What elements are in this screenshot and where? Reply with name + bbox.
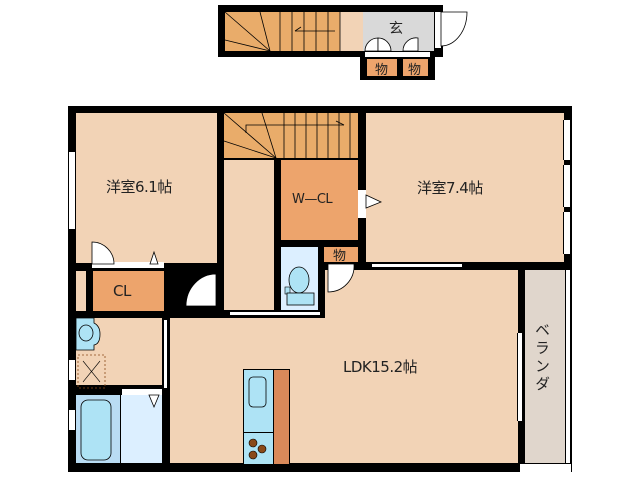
western-room-left-label: 洋室6.1帖	[106, 178, 172, 196]
wash-basin-icon	[75, 317, 101, 351]
small-storage-label: 物	[333, 249, 346, 264]
bathtub-icon	[80, 399, 112, 461]
western-room-left[interactable]	[76, 113, 217, 263]
kitchen-sink-icon	[248, 376, 267, 408]
entrance-label: 玄	[389, 21, 403, 37]
right-room-sliding-door[interactable]	[372, 263, 462, 268]
upper-storage-b[interactable]	[403, 59, 428, 76]
upper-storage-divider	[365, 52, 430, 57]
washroom-window	[68, 360, 76, 380]
balcony[interactable]	[525, 270, 565, 463]
walk-in-closet[interactable]	[281, 160, 358, 240]
ldk-room[interactable]	[170, 318, 518, 463]
closet-left-nook	[76, 271, 86, 311]
toilet-door[interactable]	[327, 263, 358, 294]
western-room-right[interactable]	[366, 113, 564, 262]
bathroom-window	[68, 410, 76, 430]
wcl-door-arrow[interactable]	[365, 194, 384, 209]
right-window-1	[563, 120, 571, 160]
western-room-right-label: 洋室7.4帖	[417, 179, 483, 197]
entrance-cabinet-doors	[364, 37, 419, 52]
small-storage[interactable]	[324, 247, 358, 262]
upper-stair-lines	[224, 11, 341, 52]
bathroom-door-arrow[interactable]	[148, 394, 161, 409]
left-window	[68, 152, 76, 229]
closet-door-strip	[92, 262, 164, 268]
balcony-label: ベランダ	[533, 322, 551, 394]
upper-storage-b-label: 物	[408, 63, 421, 78]
toilet-icon	[284, 266, 315, 306]
upper-landing	[340, 12, 363, 51]
closet-label: CL	[113, 282, 131, 300]
ldk-label: LDK15.2帖	[343, 358, 418, 376]
ldk-upper-extension	[325, 270, 518, 320]
hallway[interactable]	[224, 160, 274, 310]
walk-in-closet-label: W—CL	[292, 192, 333, 207]
closet-doors[interactable]	[91, 240, 166, 268]
entrance-door[interactable]	[440, 11, 469, 48]
upper-storage-a-label: 物	[375, 63, 388, 78]
kitchen-backsplash	[273, 369, 290, 465]
right-window-2	[563, 165, 571, 207]
closet[interactable]	[93, 271, 164, 311]
entrance-door-frame	[435, 12, 441, 48]
balcony-bottom-rail	[520, 463, 571, 472]
washing-machine-space-icon	[77, 354, 106, 389]
balcony-rail	[565, 270, 571, 470]
balcony-window[interactable]	[517, 333, 523, 421]
washroom-sliding-door[interactable]	[163, 320, 168, 388]
left-room-door[interactable]	[184, 272, 218, 308]
right-window-3	[563, 212, 571, 254]
wcl-door-opening	[358, 190, 366, 218]
kitchen-divider	[243, 432, 273, 433]
upper-storage-a[interactable]	[367, 59, 397, 76]
stove-burners-icon	[248, 438, 267, 460]
middle-staircase	[224, 113, 358, 158]
bathroom-door-strip	[122, 389, 162, 395]
middle-stair-lines	[223, 112, 351, 159]
hallway-sliding-door[interactable]	[230, 311, 320, 316]
